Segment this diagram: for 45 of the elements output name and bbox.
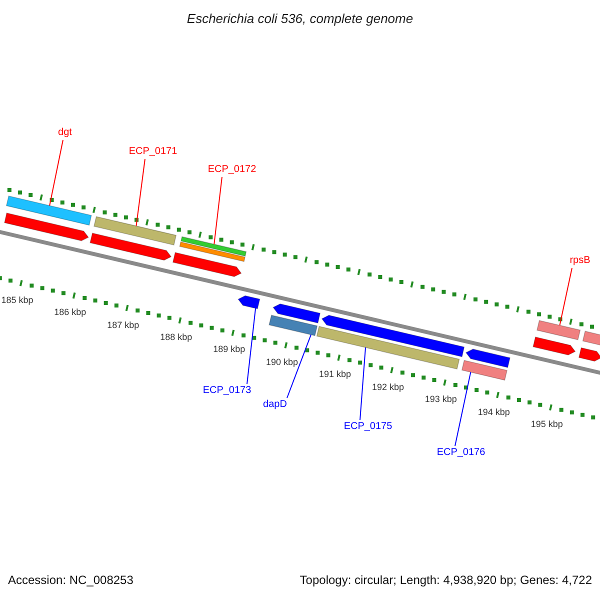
scale-label: 185 kbp [1, 294, 34, 305]
gene-label: ECP_0175 [344, 421, 392, 433]
gene-label: rpsB [570, 255, 590, 267]
scale-label: 195 kbp [530, 418, 563, 429]
cds-feature [578, 347, 600, 362]
scale-label: 193 kbp [424, 394, 457, 404]
scale-label: 192 kbp [372, 382, 404, 392]
leader-line [286, 334, 312, 398]
cds-feature [321, 314, 465, 358]
leader-line [360, 347, 366, 420]
gene-bar [268, 314, 318, 336]
scale-label: 186 kbp [54, 307, 86, 318]
gene-bar [179, 242, 246, 262]
gene-label: dapD [263, 399, 287, 411]
gene-label: ECP_0176 [436, 447, 486, 459]
scale-label: 194 kbp [478, 406, 510, 417]
cds-feature [172, 252, 242, 278]
leader-line [49, 140, 64, 206]
cds-feature [272, 303, 321, 324]
cds-feature [238, 295, 260, 310]
gene-bar [6, 196, 92, 226]
cds-feature [4, 212, 89, 242]
leader-line [246, 308, 256, 384]
scale-label: 191 kbp [318, 369, 352, 380]
cds-feature [465, 348, 510, 368]
title: Escherichia coli 536, complete genome [186, 10, 414, 28]
gene-bar [536, 320, 581, 340]
scale-label: 189 kbp [213, 344, 246, 354]
scale-label: 190 kbp [266, 356, 298, 367]
gene-bar [582, 330, 600, 346]
cds-feature [532, 336, 576, 356]
footer-text: Topology: circular; Length: 4,938,920 bp; Genes: 4,722 [300, 572, 592, 589]
gene-bar [94, 216, 177, 246]
gene-label: ECP_0172 [208, 164, 256, 176]
gene-bar [180, 236, 247, 257]
leader-line [559, 268, 572, 326]
scale-label: 188 kbp [160, 332, 192, 342]
gene-label: ECP_0171 [128, 146, 178, 158]
gene-bar [316, 326, 460, 370]
gene-label: ECP_0173 [202, 385, 252, 397]
gene-bar [461, 360, 508, 381]
cds-feature [90, 232, 172, 261]
scale-label: 187 kbp [107, 320, 140, 330]
gene-label: dgt [58, 127, 72, 139]
footer-text: Accession: NC_008253 [8, 572, 134, 589]
